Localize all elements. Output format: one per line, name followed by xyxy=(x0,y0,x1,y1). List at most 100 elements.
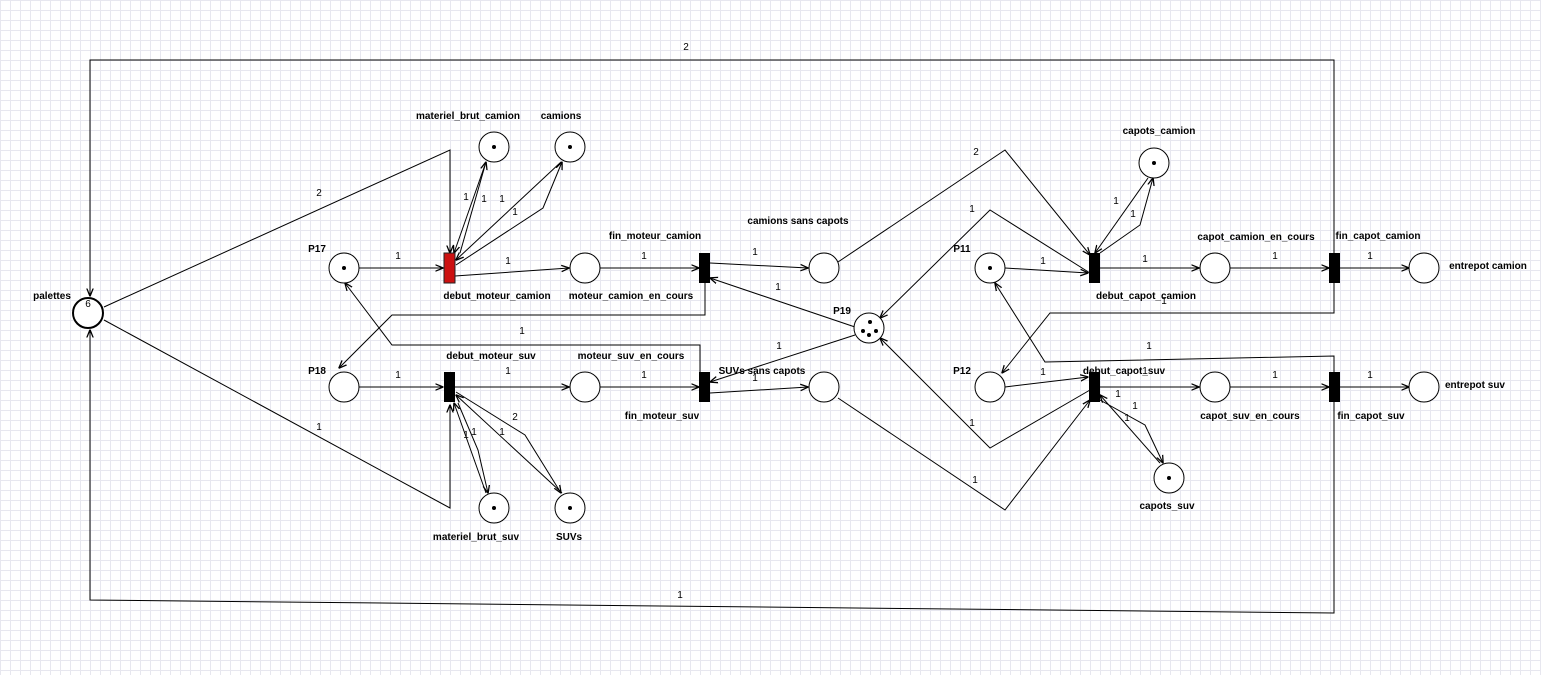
arc-debut-moteur-camion-to-materiel-brut-camion[interactable] xyxy=(459,162,486,254)
arc-materiel-brut-suv-to-debut-moteur-suv[interactable] xyxy=(454,403,487,494)
arc-weight: 1 xyxy=(1132,401,1138,412)
arc-weight: 1 xyxy=(463,430,469,441)
arc-weight: 1 xyxy=(395,251,401,262)
arc-weight: 1 xyxy=(1142,254,1148,265)
label-debut-moteur-camion: debut_moteur_camion xyxy=(443,291,550,302)
arc-suvs-sans-capots-to-debut-capot-suv[interactable] xyxy=(837,397,1090,511)
arc-fin-moteur-suv-to-suvs-sans-capots[interactable] xyxy=(709,387,808,394)
label-p12: P12 xyxy=(953,366,971,377)
transition-debut-capot-camion[interactable] xyxy=(1089,253,1100,283)
arc-debut-moteur-camion-to-camions[interactable] xyxy=(455,162,562,266)
arc-fin-moteur-suv-to-p17[interactable] xyxy=(345,283,701,375)
arc-weight: 1 xyxy=(481,194,487,205)
place-p18[interactable] xyxy=(328,371,360,403)
transition-debut-capot-suv[interactable] xyxy=(1089,372,1100,402)
arc-debut-capot-camion-to-p19[interactable] xyxy=(880,209,1091,318)
transition-fin-capot-camion[interactable] xyxy=(1329,253,1340,283)
label-fin-moteur-suv: fin_moteur_suv xyxy=(625,411,700,422)
label-p19: P19 xyxy=(833,306,851,317)
arc-p11-to-debut-capot-camion[interactable] xyxy=(1004,267,1088,273)
arc-weight: 1 xyxy=(505,366,511,377)
arc-fin-capot-camion-to-p12[interactable] xyxy=(1002,283,1335,373)
arc-debut-moteur-suv-to-suvs[interactable] xyxy=(455,391,561,493)
place-entrepot-suv[interactable] xyxy=(1408,371,1440,403)
token xyxy=(874,329,878,333)
place-capot-camion-en-cours[interactable] xyxy=(1199,252,1231,284)
arc-debut-moteur-suv-to-materiel-brut-suv[interactable] xyxy=(457,402,488,493)
transition-fin-moteur-camion[interactable] xyxy=(699,253,710,283)
arc-weight: 1 xyxy=(1115,389,1121,400)
token xyxy=(861,329,865,333)
arc-weight: 1 xyxy=(505,256,511,267)
arc-p19-to-fin-moteur-suv[interactable] xyxy=(710,334,856,382)
transition-fin-capot-suv[interactable] xyxy=(1329,372,1340,402)
arc-p19-to-fin-moteur-camion[interactable] xyxy=(710,278,856,328)
arc-p12-to-debut-capot-suv[interactable] xyxy=(1004,377,1088,388)
arc-weight: 1 xyxy=(969,204,975,215)
place-entrepot-camion[interactable] xyxy=(1408,252,1440,284)
place-p12[interactable] xyxy=(974,371,1006,403)
arc-fin-capot-suv-to-palettes[interactable] xyxy=(90,330,1335,614)
label-suvs-sans-capots: SUVs sans capots xyxy=(719,366,806,377)
place-moteur-camion-en-cours[interactable] xyxy=(569,252,601,284)
token xyxy=(342,266,346,270)
arc-weight: 1 xyxy=(512,207,518,218)
place-moteur-suv-en-cours[interactable] xyxy=(569,371,601,403)
place-capot-suv-en-cours[interactable] xyxy=(1199,371,1231,403)
arc-capots-camion-to-debut-capot-camion[interactable] xyxy=(1095,177,1149,253)
arc-debut-moteur-camion-to-moteur-camion-en-cours[interactable] xyxy=(454,268,569,277)
transition-debut-moteur-suv[interactable] xyxy=(444,372,455,402)
label-capots-camion: capots_camion xyxy=(1123,126,1196,137)
arc-weight: 1 xyxy=(1142,366,1148,377)
arc-debut-capot-suv-to-capots-suv[interactable] xyxy=(1099,399,1163,463)
place-camions-sans-capots[interactable] xyxy=(808,252,840,284)
label-debut-moteur-suv: debut_moteur_suv xyxy=(446,351,536,362)
transition-fin-moteur-suv[interactable] xyxy=(699,372,710,402)
arc-weight: 1 xyxy=(499,427,505,438)
arc-weight: 1 xyxy=(752,247,758,258)
token xyxy=(988,266,992,270)
arc-fin-capot-suv-to-p11[interactable] xyxy=(995,283,1335,375)
arc-fin-moteur-camion-to-camions-sans-capots[interactable] xyxy=(709,262,808,268)
token xyxy=(568,145,572,149)
arc-weight: 1 xyxy=(1367,370,1373,381)
token xyxy=(1152,161,1156,165)
arc-weight: 1 xyxy=(752,373,758,384)
arc-camions-sans-capots-to-debut-capot-camion[interactable] xyxy=(837,149,1090,263)
arc-palettes-to-debut-moteur-suv[interactable] xyxy=(103,319,450,509)
label-camions: camions xyxy=(541,111,582,122)
arc-materiel-brut-camion-to-debut-moteur-camion[interactable] xyxy=(454,161,487,253)
place-suvs-sans-capots[interactable] xyxy=(808,371,840,403)
label-moteur-camion-en-cours: moteur_camion_en_cours xyxy=(569,291,694,302)
place-p19[interactable] xyxy=(853,312,885,344)
place-palettes[interactable] xyxy=(72,297,104,329)
arc-weight: 1 xyxy=(969,418,975,429)
label-fin-capot-camion: fin_capot_camion xyxy=(1335,231,1420,242)
arc-weight: 1 xyxy=(641,370,647,381)
label-materiel-brut-suv: materiel_brut_suv xyxy=(433,532,520,543)
label-p17: P17 xyxy=(308,244,326,255)
arc-debut-capot-camion-to-capots-camion[interactable] xyxy=(1099,178,1153,254)
arc-capots-suv-to-debut-capot-suv[interactable] xyxy=(1100,395,1161,464)
labels: palettes materiel_brut_camion camions P1… xyxy=(33,111,1527,543)
label-p11: P11 xyxy=(953,244,971,255)
label-materiel-brut-camion: materiel_brut_camion xyxy=(416,111,520,122)
label-entrepot-camion: entrepot camion xyxy=(1449,261,1527,272)
arc-weight: 1 xyxy=(395,370,401,381)
arc-debut-capot-suv-to-p19[interactable] xyxy=(880,338,1091,449)
arc-weight: 1 xyxy=(463,192,469,203)
token xyxy=(1167,476,1171,480)
arc-weight: 1 xyxy=(776,341,782,352)
arc-weight: 1 xyxy=(972,475,978,486)
arc-camions-to-debut-moteur-camion[interactable] xyxy=(456,161,562,260)
arc-weight: 2 xyxy=(316,188,322,199)
transition-debut-moteur-camion[interactable] xyxy=(443,252,456,284)
label-p18: P18 xyxy=(308,366,326,377)
arc-weight: 2 xyxy=(973,147,979,158)
arc-fin-moteur-camion-to-p18[interactable] xyxy=(339,283,706,368)
arc-palettes-to-debut-moteur-camion[interactable] xyxy=(103,149,450,308)
label-fin-capot-suv: fin_capot_suv xyxy=(1337,411,1405,422)
arc-fin-capot-camion-to-palettes[interactable] xyxy=(90,59,1335,296)
arc-suvs-to-debut-moteur-suv[interactable] xyxy=(456,395,563,494)
